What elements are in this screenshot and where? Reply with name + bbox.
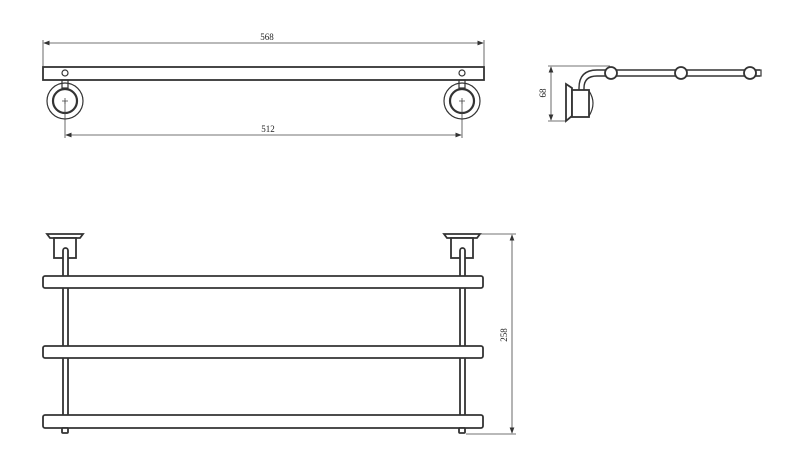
- top-view: 568 512: [42, 32, 485, 138]
- front-view: 258: [42, 233, 516, 435]
- bar-bottom: [42, 414, 484, 429]
- bar-top: [42, 275, 484, 289]
- side-view: 68: [538, 65, 762, 123]
- towel-bar: [42, 66, 485, 81]
- dimension-label-258: 258: [499, 328, 509, 342]
- post-right: [459, 247, 466, 429]
- bar-middle: [42, 345, 484, 359]
- dimension-label-568: 568: [260, 32, 274, 42]
- dimension-label-68: 68: [538, 88, 548, 98]
- post-left: [62, 247, 69, 429]
- dimension-label-512: 512: [261, 124, 275, 134]
